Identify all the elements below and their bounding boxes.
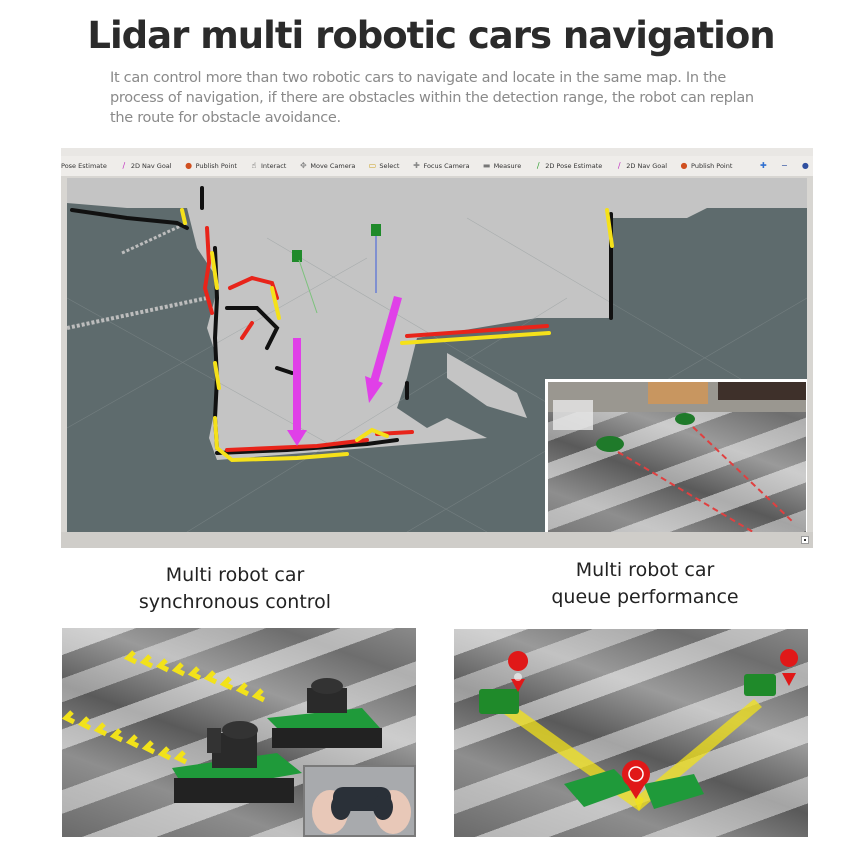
caption-line: queue performance <box>551 586 739 608</box>
tool-label: 2D Pose Estimate <box>545 162 603 170</box>
caption-line: synchronous control <box>138 591 332 613</box>
window-top-strip <box>61 148 813 156</box>
tool-publish-point[interactable]: ● Publish Point <box>185 161 237 171</box>
hand-icon: ☝ <box>251 161 257 170</box>
ruler-icon: ▬ <box>482 161 491 170</box>
tool-label: Publish Point <box>691 162 733 170</box>
rviz-statusbar <box>61 532 813 548</box>
queue-performance-photo <box>454 629 808 837</box>
select-icon: ▭ <box>368 161 377 170</box>
tool-label: Move Camera <box>310 162 356 170</box>
section-caption-sync: Multi robot car synchronous control <box>90 562 380 616</box>
tool-label: Focus Camera <box>423 162 470 170</box>
map-pin-icon <box>622 760 650 799</box>
tool-measure[interactable]: ▬ Measure <box>482 161 522 171</box>
nav-goal-arrow-2 <box>365 296 402 403</box>
add-tool-button[interactable]: ✚ <box>759 162 767 170</box>
nav-goal-arrow-1 <box>287 338 307 446</box>
nav-goal-arrow-icon: ∕ <box>617 161 621 170</box>
tool-label: Publish Point <box>195 162 237 170</box>
tool-options-button[interactable]: ● <box>801 162 809 170</box>
tool-move-camera[interactable]: ✥ Move Camera <box>299 161 356 171</box>
focus-camera-icon: ✚ <box>413 161 420 170</box>
tool-label: 2D Nav Goal <box>130 162 172 170</box>
page-description: It can control more than two robotic car… <box>110 70 754 126</box>
page-title: Lidar multi robotic cars navigation <box>87 14 775 57</box>
rviz-toolbar: Pose Estimate ∕ 2D Nav Goal ● Publish Po… <box>61 156 813 176</box>
minus-icon: − <box>781 161 788 170</box>
section-caption-queue: Multi robot car queue performance <box>490 557 800 611</box>
map-pin-icon: ● <box>185 161 193 170</box>
tool-label: Select <box>379 162 400 170</box>
tool-interact[interactable]: ☝ Interact <box>250 161 287 171</box>
caption-line: Multi robot car <box>575 559 715 581</box>
rviz-window: Pose Estimate ∕ 2D Nav Goal ● Publish Po… <box>61 148 813 548</box>
pose-arrow-icon: ∕ <box>536 161 540 170</box>
tool-focus-camera[interactable]: ✚ Focus Camera <box>412 161 470 171</box>
nav-goal-arrow-icon: ∕ <box>122 161 126 170</box>
tool-2d-pose-estimate[interactable]: ∕ 2D Pose Estimate <box>534 161 603 171</box>
plus-icon: ✚ <box>760 161 767 170</box>
tool-label: 2D Nav Goal <box>626 162 668 170</box>
robots-floor-photo <box>545 379 807 532</box>
tool-label: Measure <box>493 162 522 170</box>
map-pin-icon: ● <box>680 161 688 170</box>
map-viewport[interactable] <box>67 178 807 532</box>
tool-pose-estimate[interactable]: Pose Estimate <box>61 162 107 170</box>
dot-icon: ● <box>801 161 809 170</box>
remove-tool-button[interactable]: − <box>780 162 788 170</box>
tool-publish-point-2[interactable]: ● Publish Point <box>680 161 733 171</box>
statusbar-toggle-button[interactable] <box>801 536 809 544</box>
map-pin-icon <box>780 649 799 686</box>
gamepad-inset-photo <box>303 765 416 837</box>
tool-select[interactable]: ▭ Select <box>368 161 400 171</box>
tool-label: Interact <box>260 162 287 170</box>
caption-line: Multi robot car <box>165 564 305 586</box>
tool-label: Pose Estimate <box>61 162 107 170</box>
sync-control-photo <box>62 628 416 837</box>
occupancy-map <box>67 178 807 532</box>
move-camera-icon: ✥ <box>300 161 307 170</box>
tool-2d-nav-goal[interactable]: ∕ 2D Nav Goal <box>120 161 172 171</box>
map-pin-icon <box>508 651 529 692</box>
tool-2d-nav-goal-2[interactable]: ∕ 2D Nav Goal <box>615 161 668 171</box>
